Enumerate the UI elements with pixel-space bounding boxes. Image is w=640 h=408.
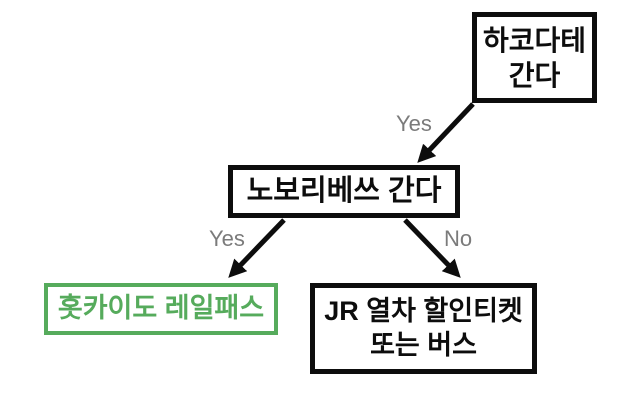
node-noboribetsu: 노보리베쓰 간다 xyxy=(228,165,460,218)
node-jr-ticket: JR 열차 할인티켓 또는 버스 xyxy=(310,283,537,374)
node-hakodate-line-1: 하코다테 xyxy=(482,24,587,56)
edge-label-no-right: No xyxy=(444,226,473,251)
arrow-hakodate-to-noboribetsu xyxy=(417,102,475,163)
node-jr-ticket-line-2: 또는 버스 xyxy=(370,329,477,360)
arrow-noboribetsu-to-railpass xyxy=(228,218,286,278)
node-jr-ticket-line-1: JR 열차 할인티켓 xyxy=(324,295,523,326)
node-railpass-line-1: 홋카이도 레일패스 xyxy=(57,293,265,324)
edge-label-yes-left: Yes xyxy=(209,226,245,251)
node-noboribetsu-line-1: 노보리베쓰 간다 xyxy=(246,175,442,208)
arrow-noboribetsu-to-jr-ticket xyxy=(403,218,461,278)
edge-label-yes-top: Yes xyxy=(396,111,432,136)
node-railpass: 홋카이도 레일패스 xyxy=(44,283,278,335)
node-hakodate: 하코다테 간다 xyxy=(472,12,597,103)
node-hakodate-line-2: 간다 xyxy=(508,59,561,91)
